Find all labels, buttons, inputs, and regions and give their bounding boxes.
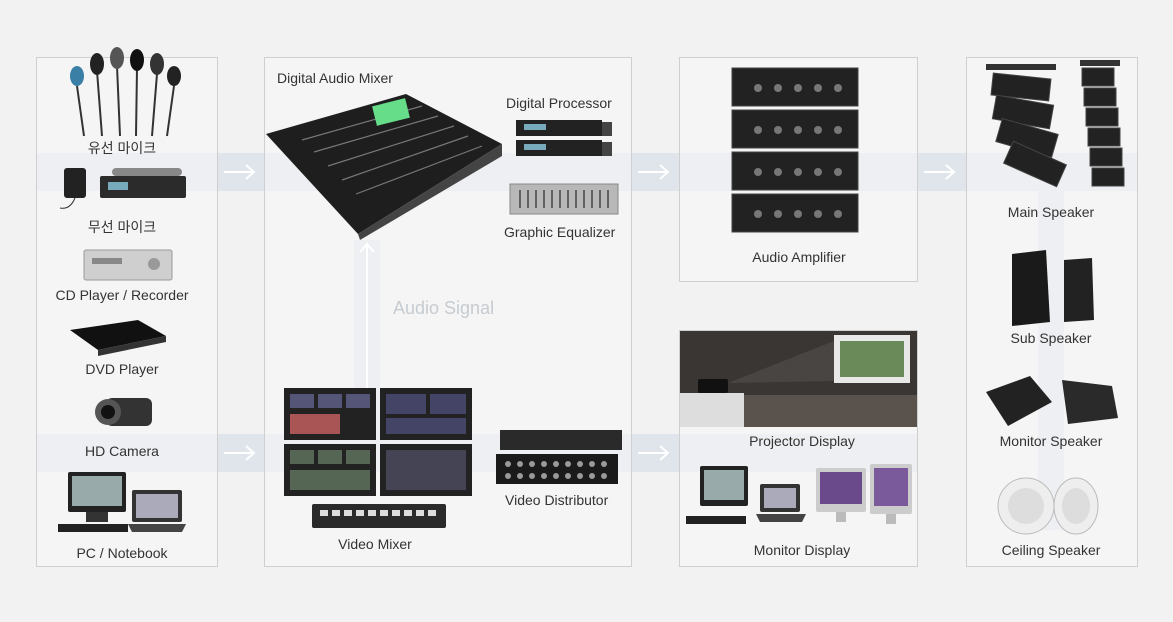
- monitor-display-icon: [686, 464, 912, 524]
- cd-player-label: CD Player / Recorder: [55, 287, 189, 303]
- dvd-player-label: DVD Player: [85, 361, 159, 377]
- cd-player-icon: [83, 249, 173, 281]
- wired-microphones-icon: [70, 47, 181, 137]
- audio-amplifier-icon: [731, 67, 859, 233]
- projector-display-icon: [680, 331, 917, 427]
- video-mixer-label: Video Mixer: [338, 536, 412, 552]
- wireless-microphone-icon: [59, 168, 186, 209]
- video-mixer-icon: [284, 388, 472, 528]
- ceiling-speaker-label: Ceiling Speaker: [1001, 542, 1101, 558]
- arrow-right-icon: [638, 164, 670, 180]
- wired-mic-label: 유선 마이크: [87, 140, 157, 156]
- dvd-player-icon: [70, 320, 166, 356]
- graphic-equalizer-label: Graphic Equalizer: [504, 224, 616, 240]
- ceiling-speaker-icon: [997, 477, 1099, 535]
- main-speaker-label: Main Speaker: [1007, 204, 1095, 220]
- audio-amplifier-label: Audio Amplifier: [752, 249, 846, 265]
- monitor-speaker-label: Monitor Speaker: [999, 433, 1103, 449]
- pc-notebook-icon: [58, 472, 186, 532]
- monitor-display-label: Monitor Display: [753, 542, 851, 558]
- digital-processor-icon: [516, 120, 612, 156]
- projector-display-label: Projector Display: [749, 433, 855, 449]
- graphic-equalizer-icon: [509, 183, 619, 215]
- digital-processor-label: Digital Processor: [506, 95, 612, 111]
- hd-camera-icon: [95, 398, 152, 426]
- audio-signal-label: Audio Signal: [393, 298, 495, 318]
- arrow-right-icon: [224, 164, 256, 180]
- sub-speaker-label: Sub Speaker: [1010, 330, 1092, 346]
- digital-audio-mixer-label: Digital Audio Mixer: [277, 70, 393, 86]
- digital-audio-mixer-icon: [266, 94, 502, 240]
- hd-camera-label: HD Camera: [85, 443, 159, 459]
- video-distributor-label: Video Distributor: [505, 492, 609, 508]
- pc-notebook-label: PC / Notebook: [76, 545, 168, 561]
- arrow-up-icon: [359, 242, 375, 388]
- main-speaker-icon: [986, 60, 1125, 188]
- video-distributor-icon: [496, 430, 622, 484]
- arrow-right-icon: [224, 445, 256, 461]
- arrow-right-icon: [924, 164, 956, 180]
- wireless-mic-label: 무선 마이크: [87, 219, 157, 235]
- input-sources-panel: [36, 57, 218, 567]
- arrow-right-icon: [638, 445, 670, 461]
- sub-speaker-icon: [1012, 250, 1094, 326]
- monitor-speaker-icon: [986, 376, 1118, 426]
